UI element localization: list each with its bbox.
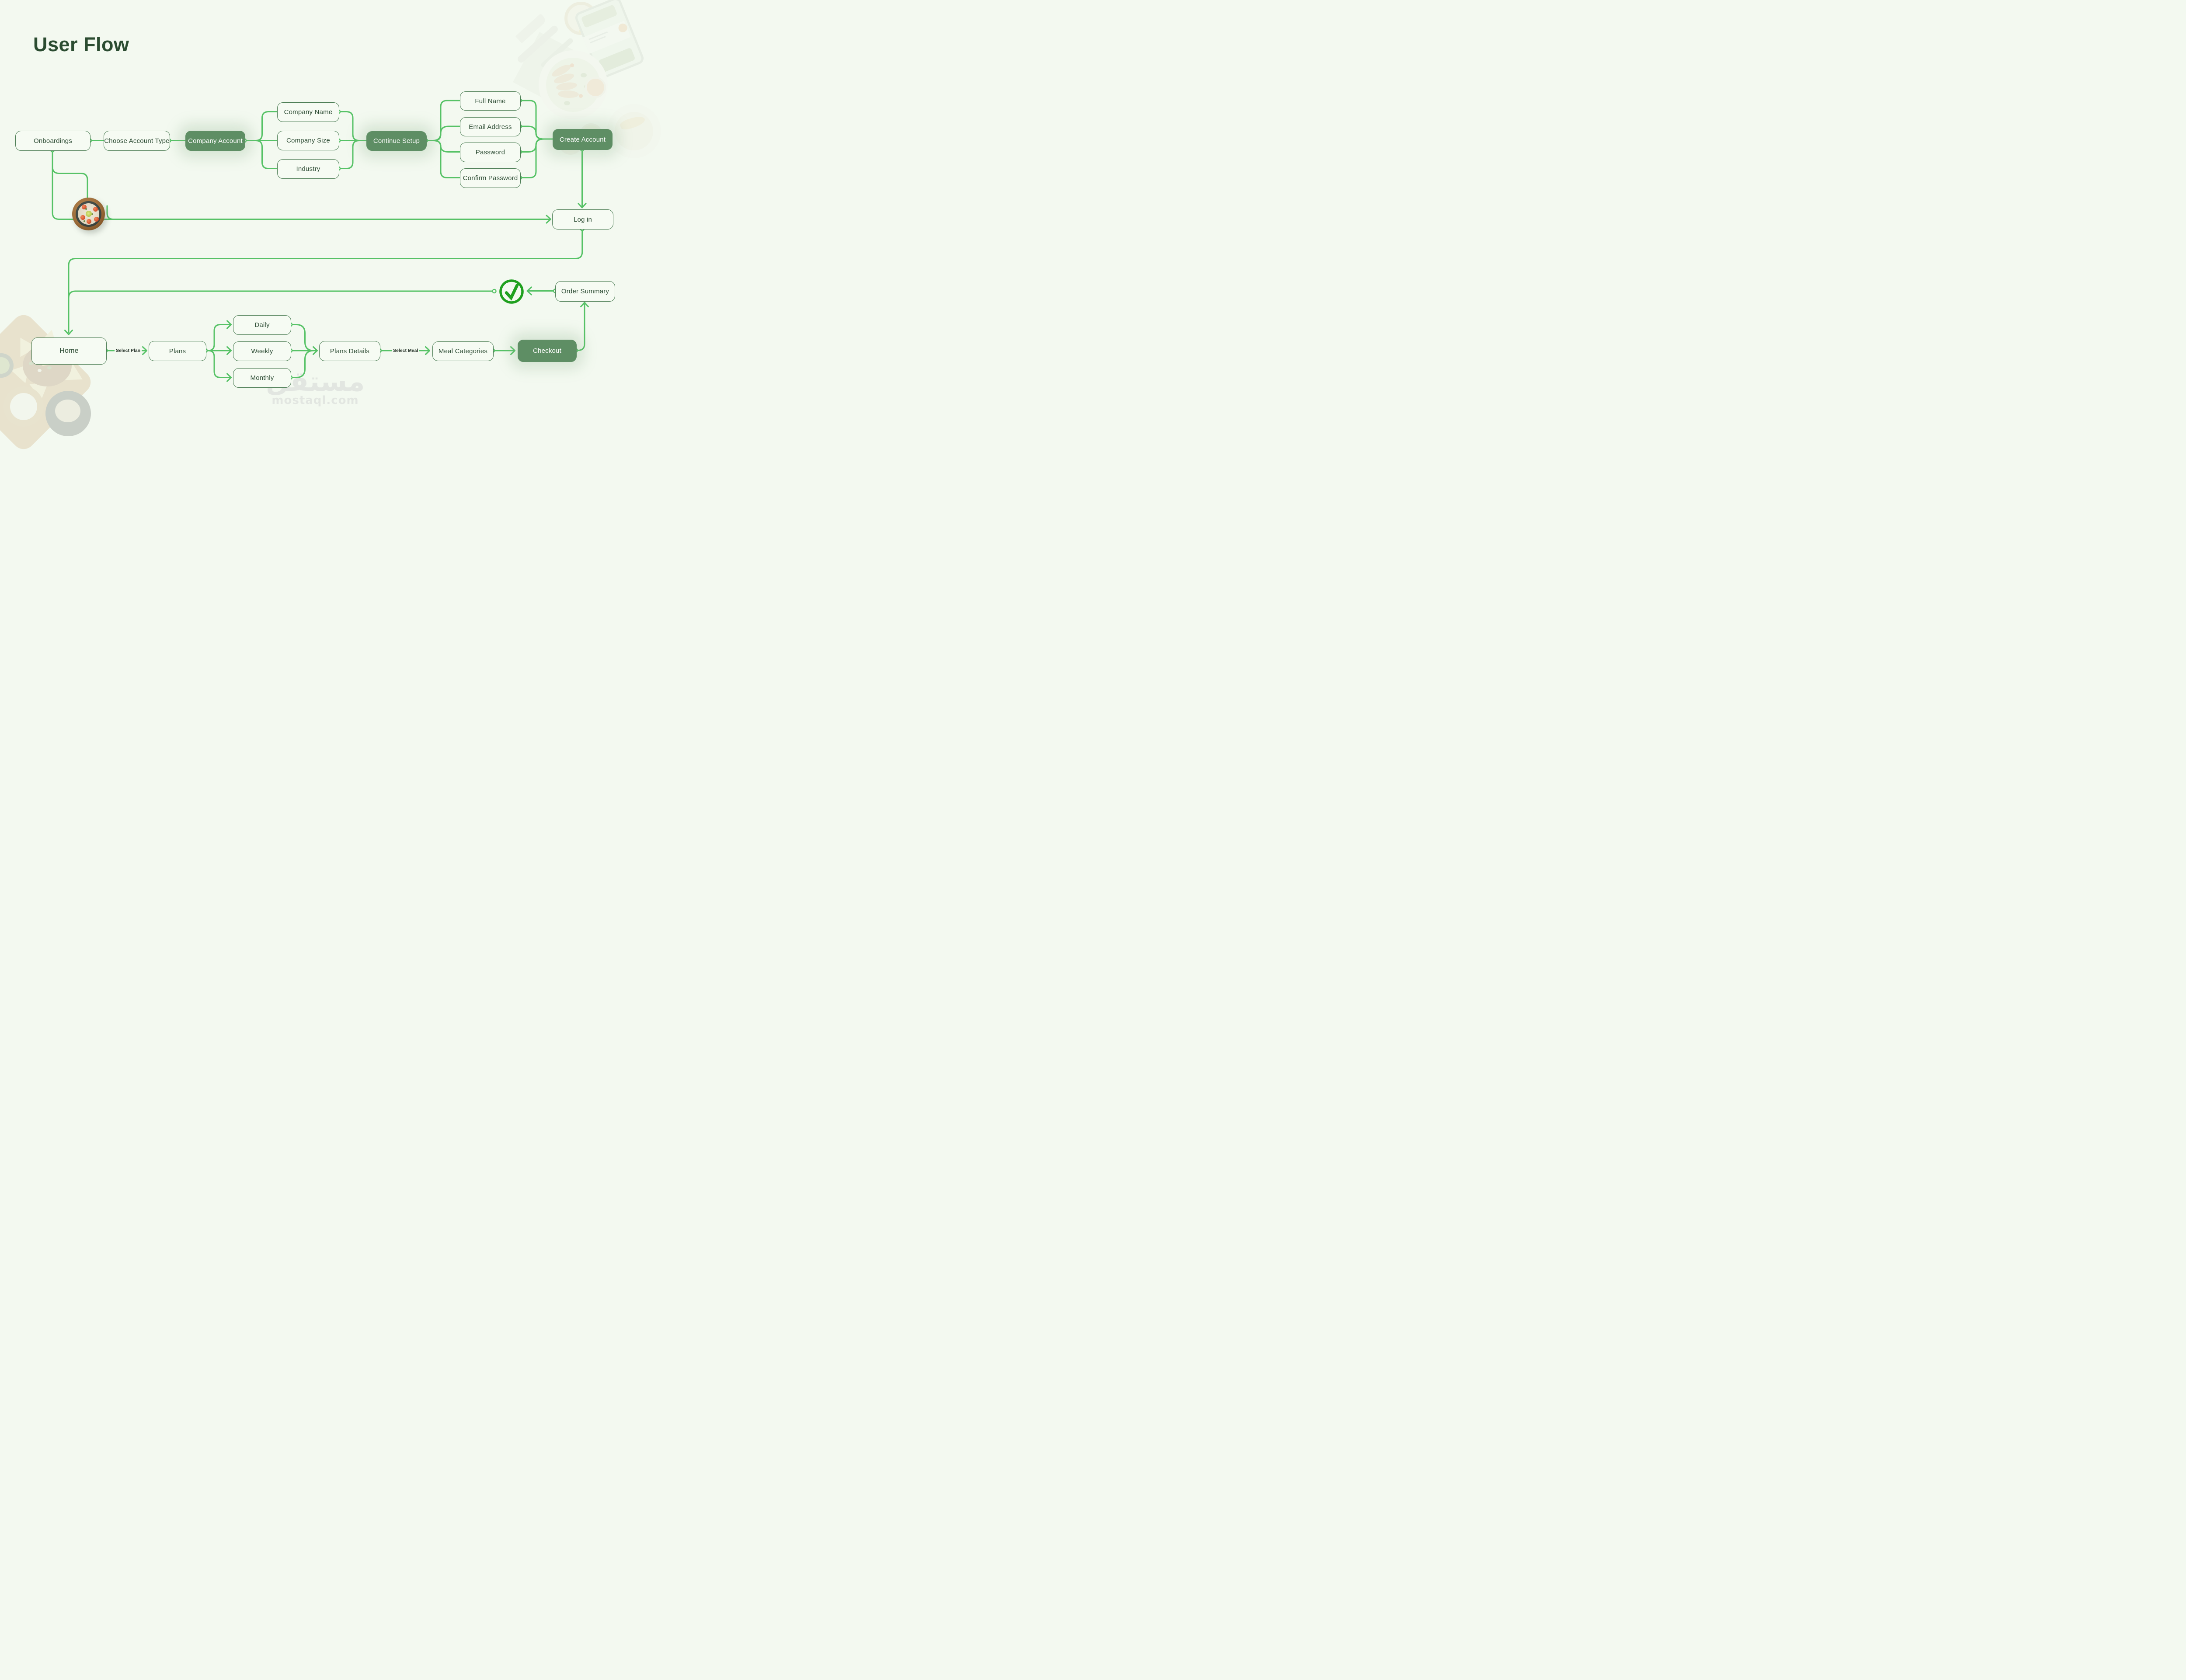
node-password: Password (460, 143, 521, 162)
node-daily: Daily (233, 315, 291, 335)
node-log-in: Log in (552, 209, 613, 230)
edge-label-select-plan: Select Plan (115, 348, 142, 354)
node-company-size: Company Size (277, 131, 339, 150)
node-monthly: Monthly (233, 368, 291, 388)
node-order-summary: Order Summary (555, 281, 615, 302)
node-industry: Industry (277, 159, 339, 179)
node-meal-categories: Meal Categories (432, 341, 494, 361)
node-email-address: Email Address (460, 117, 521, 136)
node-plans: Plans (149, 341, 206, 361)
node-choose-account-type: Choose Account Type (104, 131, 170, 151)
edge-label-select-meal: Select Meal (392, 348, 420, 354)
node-checkout: Checkout (518, 340, 577, 362)
food-bowl-image (72, 198, 105, 230)
node-create-account: Create Account (553, 129, 613, 150)
node-company-name: Company Name (277, 102, 339, 122)
node-confirm-password: Confirm Password (460, 168, 521, 188)
node-continue-setup: Continue Setup (366, 131, 427, 151)
node-home: Home (31, 337, 107, 365)
node-weekly: Weekly (233, 341, 291, 361)
page-title: User Flow (33, 33, 129, 56)
page: { "title": "User Flow", "nodes": { "onbo… (0, 0, 661, 454)
check-icon (499, 279, 524, 304)
node-company-account: Company Account (185, 131, 245, 151)
node-full-name: Full Name (460, 91, 521, 111)
node-plans-details: Plans Details (319, 341, 380, 361)
node-onboardings: Onboardings (15, 131, 91, 151)
